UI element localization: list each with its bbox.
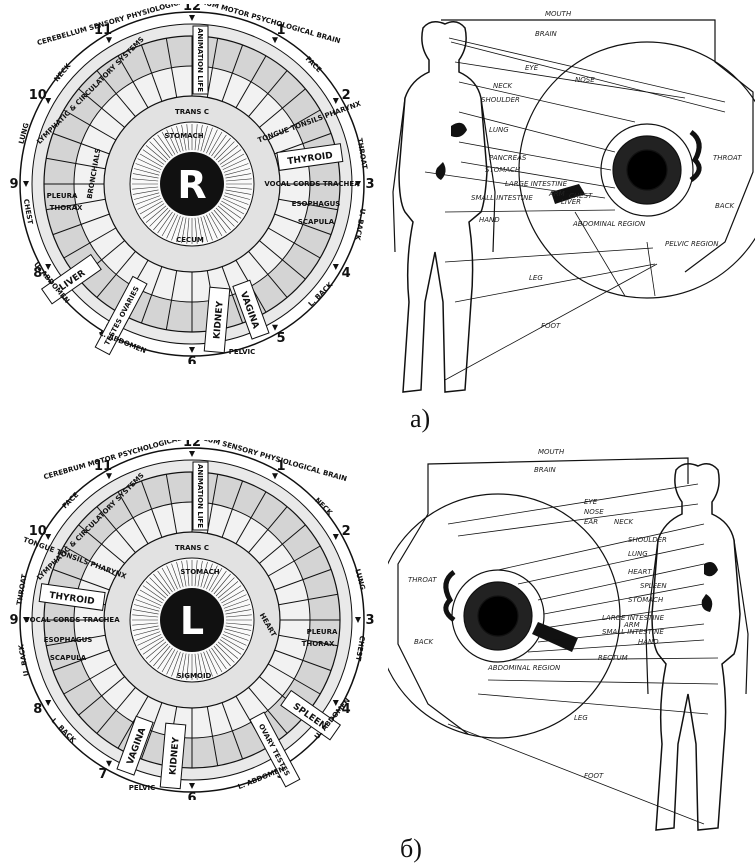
label-abdominal-region: ABDOMINAL REGION	[572, 220, 646, 228]
label-leg: LEG	[574, 714, 588, 722]
label-hand: HAND	[479, 216, 500, 224]
label-brain: BRAIN	[535, 30, 558, 38]
clock-number: 4	[342, 266, 351, 281]
label-eye: EYE	[525, 64, 539, 72]
clock-number: 5	[276, 331, 285, 346]
boxed-label-animation-life: ANIMATION LIFE	[193, 462, 208, 530]
label-arm: ARM	[623, 621, 640, 629]
label-heart: HEART	[628, 568, 652, 576]
label-ear: EAR	[584, 518, 598, 526]
label-rectum: RECTUM	[598, 654, 628, 662]
label-liver: LIVER	[561, 198, 581, 206]
caption-a: а)	[410, 404, 430, 434]
label-hand: HAND	[638, 638, 659, 646]
ring-label: THORAX	[50, 204, 83, 212]
clock-number: 9	[9, 613, 18, 628]
label-nose: NOSE	[575, 76, 595, 84]
label-neck: NECK	[614, 518, 635, 526]
ring-label: ESOPHAGUS	[292, 200, 341, 208]
clock-number: 6	[187, 791, 196, 800]
label-pancreas: PANCREAS	[489, 154, 527, 162]
ring-label: STOMACH	[164, 132, 203, 140]
body-eye-map-right: MOUTH BRAIN EYE NOSE NECK SHOULDER LUNG …	[385, 2, 755, 402]
label-leg: LEG	[529, 274, 543, 282]
body-eye-map-left: MOUTH BRAIN EYE NOSE EAR NECK SHOULDER L…	[388, 444, 755, 836]
ring-label: VOCAL CORDS TRACHEA	[264, 180, 360, 188]
label-mouth: MOUTH	[545, 10, 572, 18]
label-neck: NECK	[493, 82, 514, 90]
label-throat: THROAT	[713, 154, 742, 162]
label-stomach: STOMACH	[485, 166, 521, 174]
label-shoulder: SHOULDER	[481, 96, 520, 104]
label-back: BACK	[715, 202, 735, 210]
label-eye: EYE	[584, 498, 598, 506]
ring-label: SIGMOID	[177, 672, 212, 680]
ring-label: ESOPHAGUS	[44, 636, 93, 644]
clock-number: 3	[365, 177, 374, 192]
ring-label: VOCAL CORDS TRACHEA	[24, 616, 120, 624]
label-back: BACK	[414, 638, 434, 646]
label-large-intestine: LARGE INTESTINE	[505, 180, 568, 188]
ring-label: PLEURA	[47, 192, 78, 200]
iris-chart-left: L 121234567891011 THYROID SPLEEN OVARY T…	[2, 440, 380, 800]
label-arm: ARM	[548, 190, 565, 198]
label-lung: LUNG	[489, 126, 509, 134]
label-foot: FOOT	[541, 322, 561, 330]
label-small-intestine: SMALL INTESTINE	[471, 194, 533, 202]
clock-number: 2	[342, 88, 351, 103]
ring-label: CECUM	[176, 236, 204, 244]
outer-label: PELVIC	[229, 348, 256, 356]
ring-label: SCAPULA	[50, 654, 87, 662]
clock-number: 8	[33, 702, 42, 717]
ring-label: PLEURA	[307, 628, 338, 636]
clock-number: 6	[187, 355, 196, 364]
label-stomach: STOMACH	[628, 596, 664, 604]
iris-chart-right: R 121234567891011 THYROID LIVER TESTES O…	[2, 4, 380, 364]
label-brain: BRAIN	[534, 466, 557, 474]
caption-b: б)	[400, 834, 422, 864]
ring-label: TRANS C	[175, 544, 209, 552]
ring-label: TRANS C	[175, 108, 209, 116]
boxed-label-animation-life: ANIMATION LIFE	[193, 26, 208, 94]
clock-number: 10	[29, 524, 47, 539]
clock-number: 2	[342, 524, 351, 539]
clock-number: 12	[183, 4, 201, 14]
label-spleen: SPLEEN	[640, 582, 667, 590]
svg-text:ANIMATION LIFE: ANIMATION LIFE	[196, 28, 204, 92]
clock-number: 12	[183, 440, 201, 450]
label-abdominal-region: ABDOMINAL REGION	[487, 664, 561, 672]
label-shoulder: SHOULDER	[628, 536, 667, 544]
label-pelvic-region: PELVIC REGION	[665, 240, 719, 248]
label-foot: FOOT	[584, 772, 604, 780]
label-mouth: MOUTH	[538, 448, 565, 456]
clock-number: 10	[29, 88, 47, 103]
ring-label: STOMACH	[180, 568, 219, 576]
label-throat: THROAT	[408, 576, 437, 584]
ring-label: THORAX	[302, 640, 335, 648]
center-letter: L	[180, 599, 204, 643]
outer-label: PELVIC	[129, 784, 156, 792]
label-small-intestine: SMALL INTESTINE	[602, 628, 664, 636]
ring-label: SCAPULA	[298, 218, 335, 226]
label-nose: NOSE	[584, 508, 604, 516]
label-lung: LUNG	[628, 550, 648, 558]
clock-number: 9	[9, 177, 18, 192]
svg-text:ANIMATION LIFE: ANIMATION LIFE	[196, 464, 204, 528]
clock-number: 7	[98, 767, 107, 782]
center-letter: R	[177, 163, 206, 207]
clock-number: 3	[365, 613, 374, 628]
